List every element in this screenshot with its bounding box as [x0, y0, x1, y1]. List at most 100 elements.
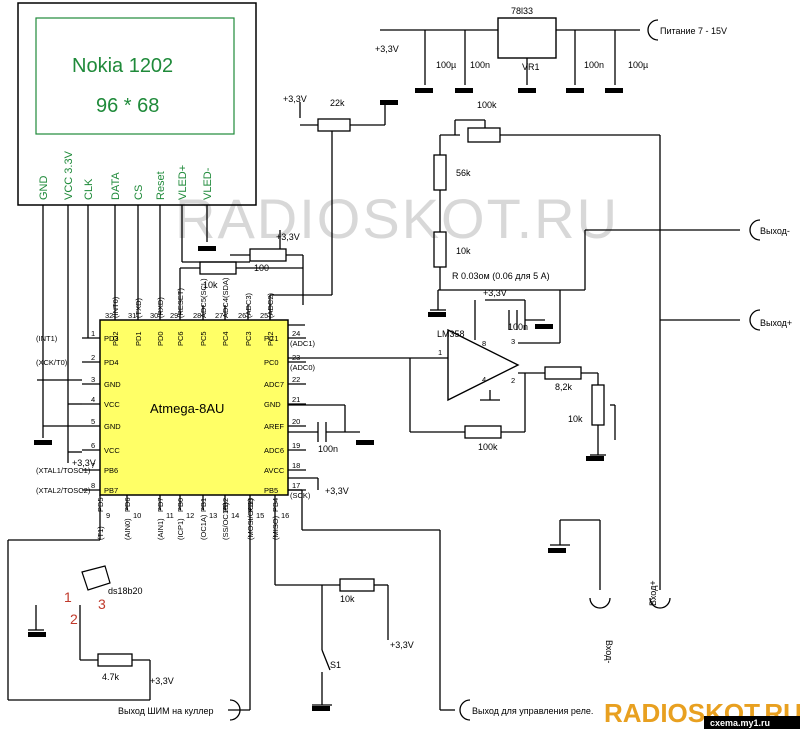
mcu-pin-bottom: PB0 — [176, 498, 185, 512]
sensor-label: ds18b20 — [108, 586, 143, 596]
v33-label: +3,3V — [483, 288, 507, 298]
r100k-fb-label: 100k — [478, 442, 498, 452]
mcu-pin-left-num: 1 — [91, 329, 95, 338]
lcd-wires — [37, 205, 250, 463]
v33-label: +3,3V — [375, 44, 399, 54]
mcu-pin-bottom-num: 10 — [133, 511, 141, 520]
in-minus-label: Вход- — [604, 640, 614, 663]
mcu-pin-top: PC6 — [176, 331, 185, 346]
mcu-pin-right-num: 20 — [292, 417, 300, 426]
lcd-pin-label: CLK — [83, 178, 95, 200]
shunt-label: R 0.03ом (0.06 для 5 A) — [452, 271, 550, 281]
sensor-pin2: 2 — [70, 611, 78, 627]
sensor-pin3: 3 — [98, 596, 106, 612]
mcu-pin-top-alt: ADC5(SCL) — [199, 278, 208, 318]
mcu-pin-top-num: 27 — [215, 311, 223, 320]
mcu-pin-top: PC2 — [266, 331, 275, 346]
c100u-a-label: 100µ — [436, 60, 456, 70]
mcu-pin-left-alt: (XCK/T0) — [36, 358, 68, 367]
mcu-pin-bottom-alt: (AIN0) — [123, 518, 132, 540]
mcu-pin-left-alt: (INT1) — [36, 334, 58, 343]
mcu-pin-left: PD4 — [104, 358, 119, 367]
pwm-label: Выход ШИМ на куллер — [118, 706, 213, 716]
mcu-pin-bottom: PB3 — [246, 498, 255, 512]
ground-symbols — [28, 88, 623, 711]
mcu-pin-top-num: 32 — [105, 311, 113, 320]
mcu-pin-bottom-num: 14 — [231, 511, 239, 520]
mcu-pin-right-alt: (SCK) — [290, 491, 311, 500]
mcu-pin-bottom-num: 12 — [186, 511, 194, 520]
connectors — [229, 19, 761, 721]
mcu-pin-left: PB7 — [104, 486, 118, 495]
lcd-pin-label: DATA — [110, 172, 122, 200]
opamp-pin2: 2 — [511, 376, 515, 385]
v33-label: +3,3V — [72, 458, 96, 468]
mcu-pin-bottom: PB2 — [221, 498, 230, 512]
mcu-pin-top-alt: (TXD) — [134, 298, 143, 318]
power-section — [380, 17, 640, 85]
mcu-pin-bottom: PD7 — [156, 497, 165, 512]
mcu-pin-right: ADC6 — [264, 446, 284, 455]
mcu-pin-bottom-num: 15 — [256, 511, 264, 520]
opamp-pin1: 1 — [438, 348, 442, 357]
divider-section — [430, 119, 740, 590]
c100n-aref-label: 100n — [318, 444, 338, 454]
mcu-pin-right: AREF — [264, 422, 284, 431]
watermark: RADIOSKOT.RU — [175, 187, 619, 250]
mcu-pin-right: AVCC — [264, 466, 285, 475]
mcu-pin-top-alt: (INT0) — [111, 296, 120, 318]
mcu-pin-left-num: 4 — [91, 395, 95, 404]
c100n-a-label: 100n — [470, 60, 490, 70]
v33-label: +3,3V — [325, 486, 349, 496]
v33-label: +3,3V — [150, 676, 174, 686]
mcu-pin-left-alt: (XTAL2/TOSC2) — [36, 486, 91, 495]
mcu-pin-bottom-alt: (ICP1) — [176, 518, 185, 540]
s1-label: S1 — [330, 660, 341, 670]
mcu-pin-top: PD2 — [111, 331, 120, 346]
lcd-pin-label: VLED+ — [177, 165, 189, 200]
r10k-lcd-label: 10k — [203, 280, 218, 290]
mcu-name: Atmega-8AU — [150, 401, 224, 416]
mcu-pin-right-num: 24 — [292, 329, 300, 338]
mcu-pin-left: VCC — [104, 400, 120, 409]
c100n-b-label: 100n — [584, 60, 604, 70]
out-minus-label: Выход- — [760, 226, 790, 236]
mcu-pin-bottom-alt: (AIN1) — [156, 518, 165, 540]
v33-label: +3,3V — [276, 232, 300, 242]
mcu-pin-right: PB5 — [264, 486, 278, 495]
r22k-label: 22k — [330, 98, 345, 108]
mcu-pin-bottom: PD5 — [96, 497, 105, 512]
mcu-pin-left: PD3 — [104, 334, 119, 343]
mcu-pin-right: ADC7 — [264, 380, 284, 389]
power-label: Питание 7 - 15V — [660, 26, 727, 36]
mcu-pin-bottom: PD6 — [123, 497, 132, 512]
sensor-pin1: 1 — [64, 589, 72, 605]
mcu-chip: Atmega-8AU PD2(INT0)32PD1(TXD)31PD0(RXD)… — [36, 277, 316, 540]
opamp-section — [288, 290, 616, 456]
mcu-pin-left: PB6 — [104, 466, 118, 475]
mcu-pin-top-num: 29 — [170, 311, 178, 320]
v33-label: +3,3V — [390, 640, 414, 650]
c100u-b-label: 100µ — [628, 60, 648, 70]
mcu-pin-top: PC4 — [221, 331, 230, 346]
mcu-pin-right-num: 22 — [292, 375, 300, 384]
opamp-pin4: 4 — [482, 375, 486, 384]
mcu-pin-left-num: 5 — [91, 417, 95, 426]
r100k-label: 100k — [477, 100, 497, 110]
opamp-pin3: 3 — [511, 337, 515, 346]
mcu-pin-top: PC3 — [244, 331, 253, 346]
mcu-pin-right-num: 19 — [292, 441, 300, 450]
r56k-label: 56k — [456, 168, 471, 178]
mcu-pin-top: PC5 — [199, 331, 208, 346]
mcu-pin-top: PD1 — [134, 331, 143, 346]
mcu-pin-left-num: 2 — [91, 353, 95, 362]
lcd-pin-label: VCC 3.3V — [63, 150, 75, 200]
mcu-pin-bottom-num: 16 — [281, 511, 289, 520]
mcu-pin-left-num: 7 — [91, 461, 95, 470]
mcu-pin-right-num: 21 — [292, 395, 300, 404]
mcu-pin-bottom-num: 13 — [209, 511, 217, 520]
mcu-pin-top-num: 25 — [260, 311, 268, 320]
mcu-pin-top-num: 28 — [193, 311, 201, 320]
mcu-pin-top: PD0 — [156, 331, 165, 346]
mcu-pin-right-num: 17 — [292, 481, 300, 490]
